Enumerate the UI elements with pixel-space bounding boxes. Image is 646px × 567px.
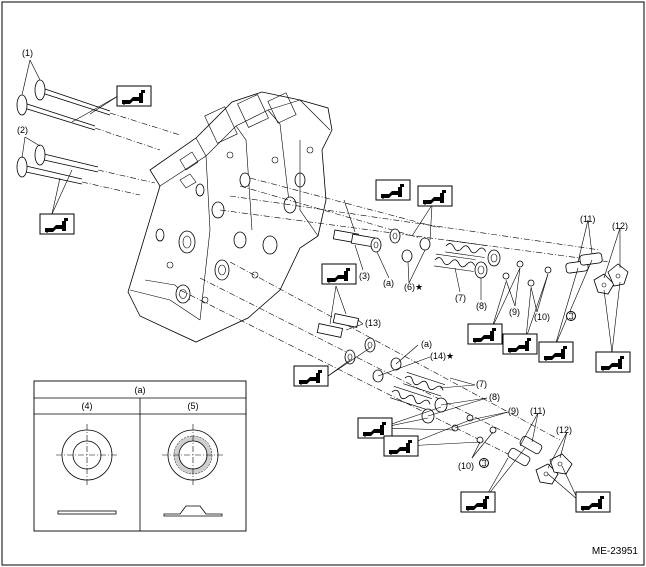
callout-8-upper: (8) [476, 301, 487, 311]
oil-can-icon [460, 491, 496, 513]
inset-a: (a) (4) (5) [33, 380, 247, 532]
callout-7-lower: (7) [476, 379, 487, 389]
callout-12-upper: (12) [612, 221, 628, 231]
callout-a-upper: (a) [383, 278, 394, 288]
cylinder-head [127, 91, 333, 343]
callout-3: (3) [359, 271, 370, 281]
callout-14: (14)★ [430, 351, 454, 361]
callout-7-upper: (7) [455, 293, 466, 303]
inset-title: (a) [135, 385, 146, 395]
grease-icon [479, 458, 489, 468]
oil-can-icon [575, 491, 611, 513]
callout-2: (2) [17, 125, 28, 135]
callout-10-lower: (10) [458, 461, 474, 471]
oil-can-icon [595, 351, 631, 373]
oil-can-icon [293, 365, 329, 387]
callout-9-lower: (9) [508, 406, 519, 416]
callout-10-upper: (10) [534, 312, 550, 322]
flat-washer [56, 424, 118, 515]
callout-12-lower: (12) [556, 425, 572, 435]
callout-1: (1) [22, 48, 33, 58]
oil-can-icon [502, 333, 538, 355]
callout-11-lower: (11) [530, 406, 545, 416]
intake-valves [16, 79, 181, 151]
inset-col-left: (4) [82, 401, 93, 411]
oil-can-icon [467, 323, 503, 345]
callout-9-upper: (9) [509, 307, 520, 317]
callout-13: (13) [365, 318, 381, 328]
oil-can-icon [375, 179, 411, 201]
figure-code: ME-23951 [592, 546, 639, 557]
callout-8-lower: (8) [489, 392, 500, 402]
grease-icon [566, 311, 576, 321]
callout-11-upper: (11) [580, 214, 595, 224]
oil-can-icon [538, 341, 574, 363]
callout-a-lower: (a) [421, 339, 432, 349]
oil-can-icon [116, 85, 152, 107]
oil-can-icon [39, 213, 75, 235]
oil-can-icon [417, 185, 453, 207]
inset-col-right: (5) [188, 401, 199, 411]
shaped-washer [162, 424, 224, 517]
lower-row-parts [179, 261, 573, 485]
oil-can-icon [321, 263, 357, 285]
exhaust-valves [16, 144, 156, 196]
callout-6: (6)★ [404, 282, 423, 292]
oil-can-icon [357, 417, 393, 439]
oil-can-icon [383, 435, 419, 457]
